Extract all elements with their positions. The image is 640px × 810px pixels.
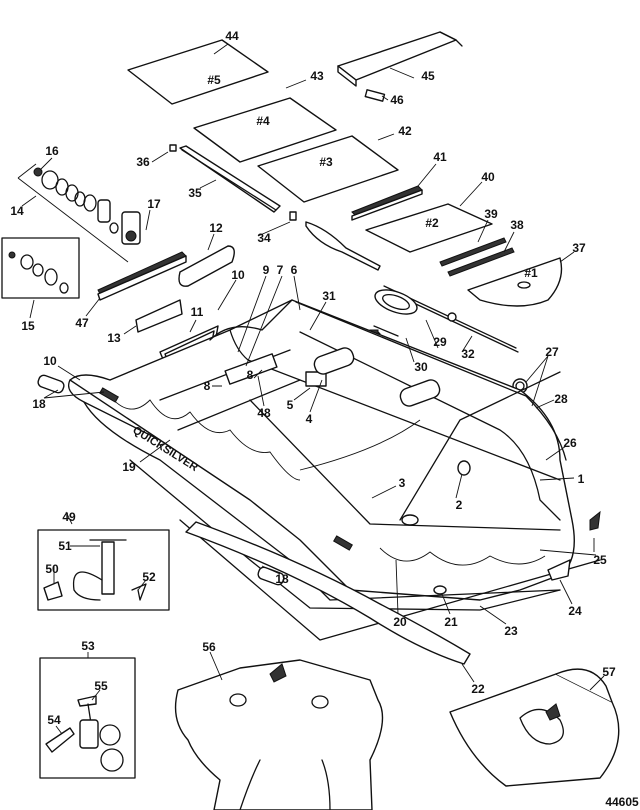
leader-lines [21,43,605,735]
part-callout: 15 [21,319,35,333]
part-callout: 53 [81,639,95,653]
part-callout: 36 [136,155,150,169]
part-callout: 39 [484,207,498,221]
part-callout: 25 [593,553,607,567]
part-callout: 2 [455,498,463,512]
keel-strip [185,521,471,665]
part-callout: 13 [107,331,121,345]
pump [101,541,115,595]
repair-kit-box [39,657,136,779]
part-callout: #2 [425,216,439,230]
boat-hull [69,299,575,601]
floor-panel-4 [193,97,337,163]
part-callout: 22 [471,682,485,696]
part-callout: 30 [414,360,428,374]
part-callout: #3 [319,155,333,169]
part-callout: 44 [225,29,239,43]
part-callout: 55 [94,679,108,693]
part-callout: 38 [510,218,524,232]
floor-panel-2 [365,203,493,253]
part-callout: 37 [572,241,586,255]
part-callout: 18 [275,572,289,586]
stringer [179,145,281,213]
part-callout: 43 [310,69,324,83]
part-callout: 9 [262,263,270,277]
part-callout: 54 [47,713,61,727]
part-callout: 42 [398,124,412,138]
part-callout: 6 [290,263,298,277]
part-callout: 7 [276,263,284,277]
part-callout: 19 [122,460,136,474]
transom-cover [337,31,457,81]
oarlock [374,289,418,315]
part-callout: 41 [433,150,447,164]
part-callout: 10 [43,354,57,368]
part-callout: 27 [545,345,559,359]
part-callout: 47 [75,316,89,330]
floor-panel-3 [257,135,399,203]
part-callout: 52 [142,570,156,584]
part-callout: 23 [504,624,518,638]
part-callout: 16 [45,144,59,158]
part-callout: 1 [577,472,585,486]
part-callout: 46 [390,93,404,107]
storage-bag [449,673,620,787]
floor-panel-5 [127,39,269,105]
part-callout: 28 [554,392,568,406]
drawing-number: 44605 [605,795,639,809]
part-callout: 21 [444,615,458,629]
seal-kit-box [1,237,80,299]
boat-cover [174,659,384,810]
rail-38 [447,247,515,277]
part-callout: 35 [188,186,202,200]
floor-panel-1 [467,257,563,307]
part-callout: 8 [203,379,211,393]
part-callout: 45 [421,69,435,83]
part-callout: 48 [257,406,271,420]
pump-kit-box [37,529,170,611]
part-callout: 51 [58,539,72,553]
part-callout: 34 [257,231,271,245]
part-callout: 20 [393,615,407,629]
part-callout: 26 [563,436,577,450]
part-callout: 50 [45,562,59,576]
handle-48 [224,353,278,385]
part-callout: #4 [256,114,270,128]
handle-18 [37,374,65,394]
part-callout: 11 [190,305,204,319]
part-callout: 40 [481,170,495,184]
part-callout: 31 [322,289,336,303]
part-callout: 4 [305,412,313,426]
part-callout: 5 [286,398,294,412]
part-callout: 57 [602,665,616,679]
rail-39 [439,237,507,267]
seat-bag [178,245,235,287]
bracket-13 [135,299,183,333]
part-callout: 8 [246,368,254,382]
handle-4 [313,347,355,375]
part-callout: 56 [202,640,216,654]
part-callout: 14 [10,204,24,218]
part-callout: 12 [209,221,223,235]
bracket-46 [364,89,386,102]
oar [305,221,381,271]
part-callout: 17 [147,197,161,211]
part-callout: #5 [207,73,221,87]
part-callout: 18 [32,397,46,411]
part-callout: 24 [568,604,582,618]
part-callout: 10 [231,268,245,282]
part-callout: 32 [461,347,475,361]
part-callout: #1 [524,266,538,280]
part-callout: 3 [398,476,406,490]
part-callout: 49 [62,510,76,524]
part-callout: 29 [433,335,447,349]
